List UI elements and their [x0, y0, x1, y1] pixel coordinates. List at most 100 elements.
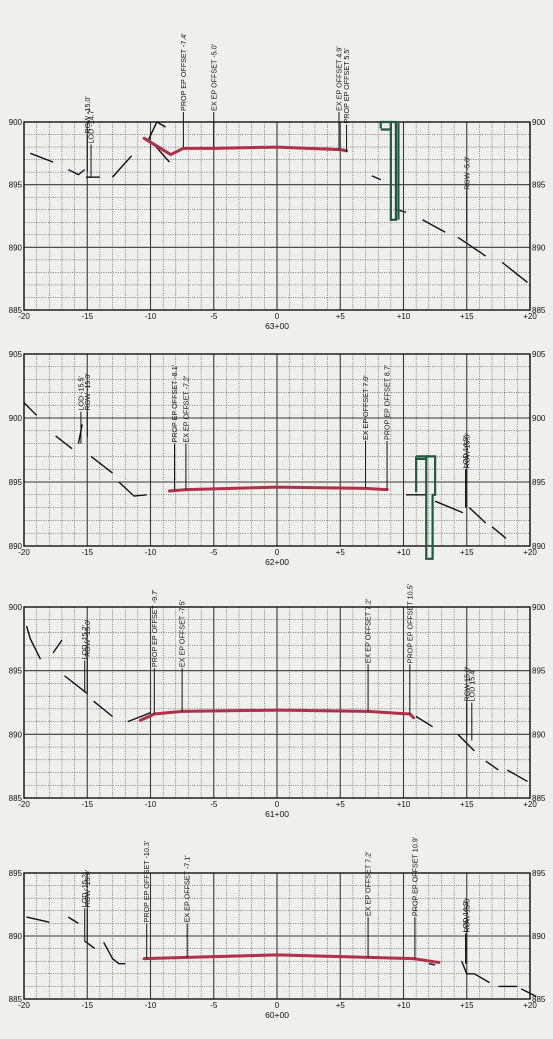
- x-tick-label: -15: [81, 312, 93, 321]
- offset-label: EX EP OFFSET -7.2': [181, 375, 190, 443]
- offset-label: RGW -5.0': [462, 156, 471, 190]
- grid: [23, 606, 531, 799]
- x-tick-label: -5: [210, 1001, 218, 1010]
- existing-ground-line: [77, 424, 83, 444]
- y-tick-label-left: 895: [9, 667, 23, 676]
- y-tick-label-left: 885: [9, 794, 23, 803]
- offset-label: LOD -15.2': [80, 624, 89, 659]
- y-tick-label-right: 885: [532, 306, 546, 315]
- offset-label: LOD 15.4': [467, 669, 476, 702]
- offset-label: EX EP OFFSET -7.1': [183, 855, 192, 923]
- y-tick-label-left: 900: [9, 118, 23, 127]
- y-tick-label-right: 900: [532, 603, 546, 612]
- x-tick-label: +15: [460, 548, 474, 557]
- x-tick-label: +10: [397, 312, 411, 321]
- y-tick-label-right: 890: [532, 932, 546, 941]
- x-tick-label: -20: [18, 800, 30, 809]
- existing-ground-line: [67, 168, 86, 176]
- grid-frame: [23, 872, 531, 1000]
- x-tick-label: +15: [460, 312, 474, 321]
- grid-frame: [23, 353, 531, 547]
- x-tick-label: +10: [397, 548, 411, 557]
- y-tick-label-right: 895: [532, 667, 546, 676]
- y-tick-label-right: 885: [532, 794, 546, 803]
- offset-label: RGW -15.0': [83, 869, 92, 907]
- existing-ground-line: [501, 261, 528, 283]
- x-tick-label: 0: [275, 1001, 280, 1010]
- offset-label: PROP EP OFFSET -10.3': [142, 840, 151, 922]
- station-label: 63+00: [265, 321, 289, 331]
- grid: [23, 872, 531, 1000]
- existing-ground-line: [422, 219, 446, 233]
- existing-ground-line: [30, 152, 54, 163]
- x-tick-label: -5: [210, 548, 218, 557]
- x-tick-label: -10: [145, 312, 157, 321]
- y-tick-label-right: 895: [532, 869, 546, 878]
- x-tick-label: +5: [336, 548, 346, 557]
- grid: [23, 353, 531, 547]
- x-tick-label: +15: [460, 800, 474, 809]
- offset-label: LOD -15.2': [80, 872, 89, 907]
- offset-label: RGW 15.0': [462, 433, 471, 469]
- existing-ground-line: [103, 941, 126, 965]
- y-tick-label-left: 900: [9, 603, 23, 612]
- y-tick-label-left: 890: [9, 730, 23, 739]
- y-tick-label-right: 890: [532, 243, 546, 252]
- offset-label: EX EP OFFSET -5.0': [209, 43, 218, 111]
- offset-label: LOD -14.7': [87, 108, 96, 143]
- y-tick-label-left: 905: [9, 350, 23, 359]
- x-tick-label: -5: [210, 800, 218, 809]
- existing-ground-line: [112, 155, 133, 178]
- existing-ground-line: [55, 435, 73, 450]
- offset-label: PROP EP OFFSET -8.1': [170, 364, 179, 442]
- existing-ground-line: [457, 733, 475, 752]
- existing-ground-line: [25, 625, 42, 660]
- structure-outline: [425, 455, 437, 560]
- existing-ground-line: [415, 715, 433, 728]
- structure-outline: [389, 120, 398, 221]
- x-tick-label: -20: [18, 548, 30, 557]
- offset-label: PROP EP OFFSET 5.5': [342, 48, 351, 124]
- offset-label: RGW -15.0': [83, 619, 92, 657]
- proposed-road-profile: [142, 953, 441, 964]
- x-tick-label: -15: [81, 800, 93, 809]
- y-tick-label-left: 890: [9, 932, 23, 941]
- x-tick-label: -20: [18, 1001, 30, 1010]
- y-tick-label-left: 885: [9, 995, 23, 1004]
- x-tick-label: -10: [145, 1001, 157, 1010]
- existing-ground-line: [84, 940, 96, 950]
- station-label: 62+00: [265, 557, 289, 567]
- grid: [23, 121, 531, 311]
- y-tick-label-right: 890: [532, 730, 546, 739]
- y-tick-label-left: 885: [9, 306, 23, 315]
- proposed-road-profile: [167, 485, 389, 493]
- grid-frame: [23, 121, 531, 311]
- offset-label: LOD 14.9': [461, 435, 470, 468]
- y-tick-label-left: 895: [9, 181, 23, 190]
- existing-ground-line: [491, 526, 507, 539]
- x-tick-label: +20: [523, 800, 537, 809]
- offset-label: RGW 15.0': [462, 666, 471, 702]
- y-tick-label-left: 895: [9, 869, 23, 878]
- x-tick-label: -5: [210, 312, 218, 321]
- offset-label: PROP EP OFFSET 10.9': [410, 836, 419, 916]
- y-tick-label-right: 890: [532, 542, 546, 551]
- existing-ground-line: [147, 121, 167, 142]
- y-tick-label-left: 900: [9, 414, 23, 423]
- x-tick-label: +20: [523, 548, 537, 557]
- grid-frame: [23, 606, 531, 799]
- x-tick-label: -15: [81, 548, 93, 557]
- existing-ground-line: [520, 988, 537, 998]
- offset-label: EX EP OFFSET 4.9': [334, 46, 343, 111]
- existing-ground-line: [23, 402, 38, 416]
- y-tick-label-right: 895: [532, 478, 546, 487]
- x-tick-label: 0: [275, 800, 280, 809]
- structure-outline: [415, 455, 428, 461]
- existing-ground-line: [52, 639, 63, 654]
- x-tick-label: +20: [523, 1001, 537, 1010]
- x-tick-label: +5: [336, 312, 346, 321]
- y-tick-label-left: 890: [9, 243, 23, 252]
- x-tick-label: -10: [145, 800, 157, 809]
